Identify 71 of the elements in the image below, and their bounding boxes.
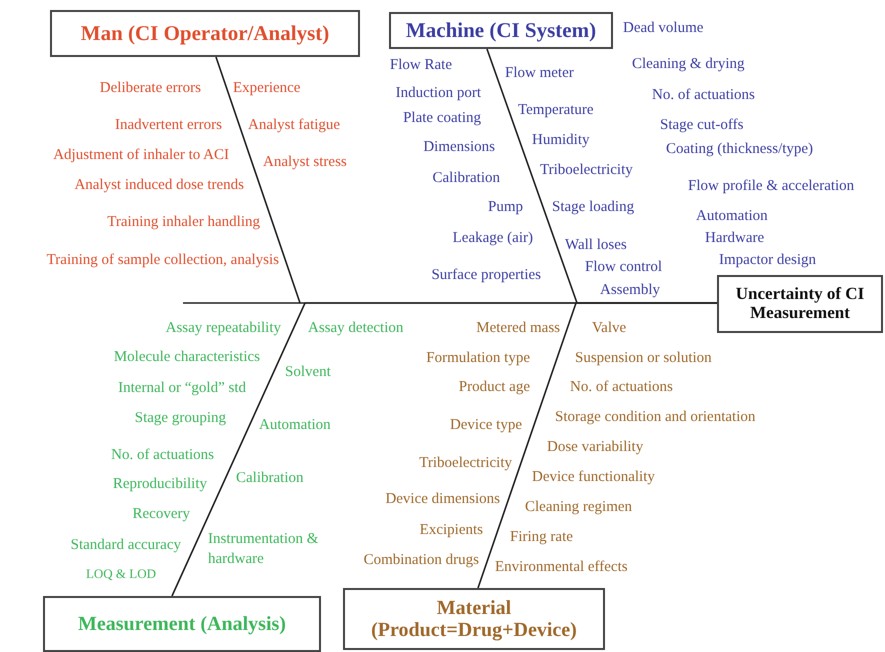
cause-label: Stage grouping — [134, 409, 226, 427]
cause-label: Storage condition and orientation — [555, 408, 756, 426]
cause-label: Analyst induced dose trends — [74, 176, 244, 194]
cause-label: Flow profile & acceleration — [688, 177, 854, 195]
cause-label: Cleaning regimen — [525, 498, 632, 516]
cause-label: Pump — [488, 198, 523, 216]
cause-label: Excipients — [420, 521, 483, 539]
cause-label: Assembly — [600, 281, 660, 299]
cause-label: Assay detection — [308, 319, 404, 337]
cause-label: No. of actuations — [111, 446, 214, 464]
cause-label: Solvent — [285, 363, 331, 381]
cause-label: Analyst fatigue — [248, 116, 340, 134]
cause-label: Training of sample collection, analysis — [46, 251, 279, 269]
cause-label: Leakage (air) — [452, 229, 533, 247]
cause-label: Dimensions — [423, 138, 495, 156]
category-box: Machine (CI System) — [389, 12, 613, 49]
category-box: Man (CI Operator/Analyst) — [50, 10, 360, 57]
cause-label: Dose variability — [547, 438, 644, 456]
cause-label: Cleaning & drying — [632, 55, 744, 73]
cause-label: Inadvertent errors — [114, 116, 222, 134]
cause-label: Coating (thickness/type) — [666, 140, 814, 158]
cause-label: Device dimensions — [385, 490, 500, 508]
cause-label: Analyst stress — [263, 153, 347, 171]
cause-label: Device functionality — [532, 468, 655, 486]
cause-label: Induction port — [396, 84, 481, 102]
cause-label: LOQ & LOD — [86, 565, 156, 583]
cause-label: Molecule characteristics — [114, 348, 260, 366]
cause-label: Temperature — [518, 101, 594, 119]
cause-label: Instrumentation & hardware — [208, 530, 320, 569]
cause-label: Impactor design — [719, 251, 816, 269]
cause-label: Calibration — [432, 169, 500, 187]
cause-label: No. of actuations — [570, 378, 673, 396]
cause-label: Valve — [592, 319, 626, 337]
fishbone-line — [477, 302, 717, 588]
cause-label: Triboelectricity — [419, 454, 512, 472]
cause-label: Metered mass — [476, 319, 560, 337]
cause-label: Flow control — [585, 258, 662, 276]
cause-label: Training inhaler handling — [107, 213, 260, 231]
cause-label: Surface properties — [431, 266, 541, 284]
cause-label: Flow meter — [505, 64, 574, 82]
cause-label: Hardware — [705, 229, 764, 247]
cause-label: Environmental effects — [495, 558, 628, 576]
cause-label: Triboelectricity — [540, 161, 633, 179]
cause-label: Stage cut-offs — [660, 116, 744, 134]
effect-box: Uncertainty of CI Measurement — [717, 275, 883, 333]
cause-label: Internal or “gold” std — [118, 379, 246, 397]
cause-label: Automation — [259, 416, 331, 434]
cause-label: Humidity — [532, 131, 590, 149]
category-box: Material (Product=Drug+Device) — [343, 588, 605, 650]
cause-label: Flow Rate — [390, 56, 452, 74]
cause-label: Stage loading — [552, 198, 634, 216]
cause-label: Adjustment of inhaler to ACI — [53, 146, 229, 164]
cause-label: Product age — [458, 378, 530, 396]
cause-label: Plate coating — [403, 109, 481, 127]
cause-label: Formulation type — [426, 349, 530, 367]
cause-label: Deliberate errors — [100, 79, 201, 97]
cause-label: Dead volume — [623, 19, 704, 37]
cause-label: Combination drugs — [364, 551, 479, 569]
cause-label: Calibration — [236, 469, 304, 487]
cause-label: Firing rate — [510, 528, 573, 546]
cause-label: Device type — [450, 416, 522, 434]
cause-label: Suspension or solution — [575, 349, 712, 367]
cause-label: Assay repeatability — [166, 319, 281, 337]
cause-label: Reproducibility — [112, 475, 207, 493]
cause-label: Wall loses — [565, 236, 627, 254]
cause-label: No. of actuations — [652, 86, 755, 104]
cause-label: Recovery — [132, 505, 190, 523]
cause-label: Automation — [696, 207, 768, 225]
cause-label: Experience — [233, 79, 300, 97]
cause-label: Standard accuracy — [70, 536, 181, 554]
category-box: Measurement (Analysis) — [43, 596, 321, 652]
